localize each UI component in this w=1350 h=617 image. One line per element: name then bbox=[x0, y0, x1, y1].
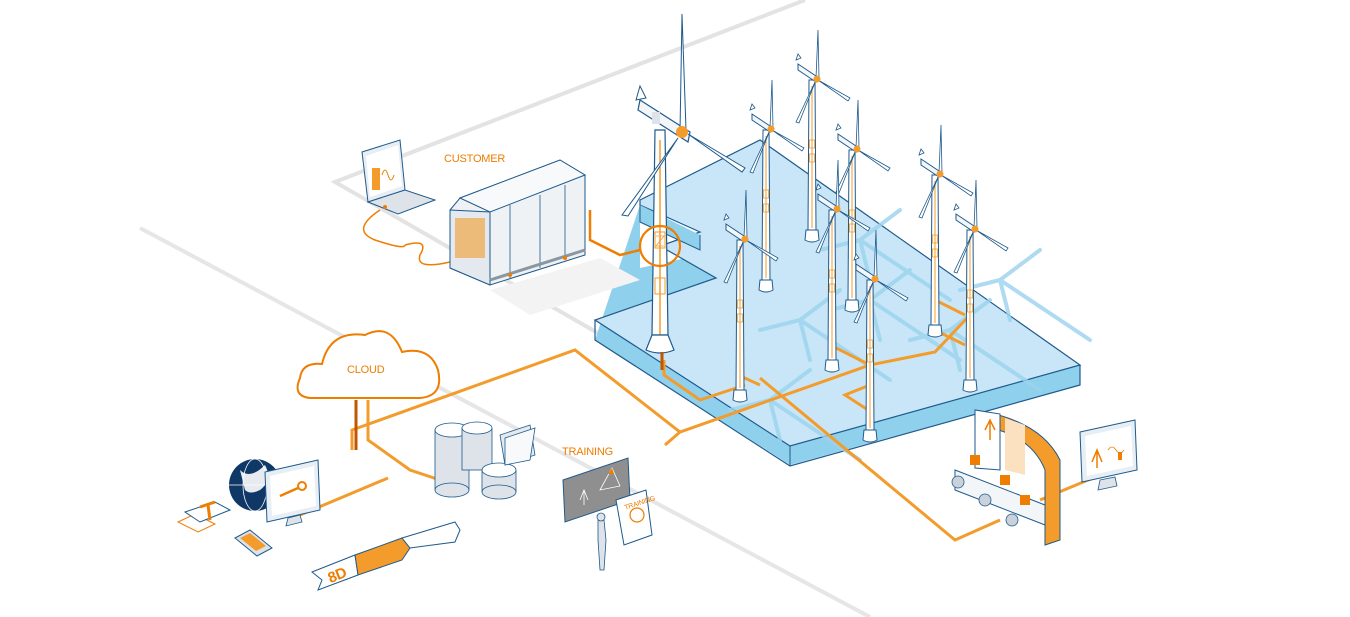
control-room-icon bbox=[951, 409, 1061, 546]
converter-cabinet-icon bbox=[449, 159, 640, 315]
main-wind-turbine bbox=[621, 13, 746, 370]
database-icon bbox=[434, 421, 517, 500]
highlight-ring bbox=[638, 224, 682, 268]
document-icon bbox=[176, 500, 232, 533]
presentation-board-icon bbox=[562, 457, 653, 571]
smartphone-icon bbox=[234, 529, 273, 557]
cloud-label: CLOUD bbox=[347, 364, 385, 376]
cloud-icon bbox=[296, 330, 441, 399]
remote-monitor-icon bbox=[1079, 419, 1138, 491]
folder-icon bbox=[499, 424, 536, 466]
laptop-icon bbox=[361, 139, 437, 215]
8d-report-banner-icon bbox=[311, 521, 461, 591]
service-monitor-icon bbox=[264, 459, 321, 527]
training-label: TRAINING bbox=[562, 446, 613, 458]
customer-label: CUSTOMER bbox=[444, 153, 506, 165]
